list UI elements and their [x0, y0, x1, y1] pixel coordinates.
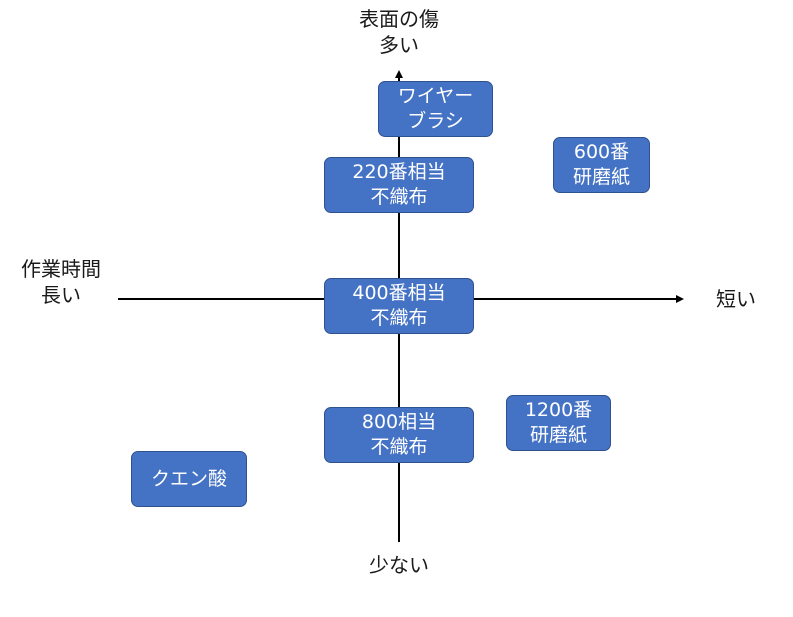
item-wire-brush: ワイヤー ブラシ — [378, 81, 493, 137]
item-nonwoven-220-line1: 220番相当 — [352, 161, 446, 183]
axis-label-left: 作業時間 長い — [6, 256, 116, 308]
item-citric-acid: クエン酸 — [131, 451, 247, 507]
axis-label-left-line2: 長い — [41, 283, 81, 307]
item-nonwoven-800-line2: 不織布 — [370, 436, 428, 458]
item-sandpaper-600-line1: 600番 — [573, 141, 630, 163]
item-wire-brush-line1: ワイヤー — [397, 85, 474, 107]
item-sandpaper-1200: 1200番 研磨紙 — [506, 395, 611, 451]
axis-label-left-line1: 作業時間 — [21, 257, 101, 281]
item-sandpaper-600: 600番 研磨紙 — [553, 137, 650, 193]
item-nonwoven-400-line2: 不織布 — [370, 307, 428, 329]
item-nonwoven-800: 800相当 不織布 — [324, 407, 474, 463]
item-citric-acid-line1: クエン酸 — [150, 467, 227, 490]
item-nonwoven-800-line1: 800相当 — [361, 411, 437, 433]
axis-label-top-line1: 表面の傷 — [359, 7, 439, 31]
item-sandpaper-1200-line2: 研磨紙 — [529, 424, 587, 446]
item-nonwoven-400-line1: 400番相当 — [352, 282, 446, 304]
axis-label-right: 短い — [700, 286, 772, 312]
item-sandpaper-600-line2: 研磨紙 — [572, 166, 630, 188]
axis-label-bottom-line1: 少ない — [369, 553, 429, 577]
item-nonwoven-220-line2: 不織布 — [370, 186, 428, 208]
item-sandpaper-1200-line1: 1200番 — [524, 399, 593, 421]
axis-label-right-line1: 短い — [716, 287, 756, 311]
item-wire-brush-line2: ブラシ — [407, 110, 464, 132]
axis-label-bottom: 少ない — [349, 552, 449, 578]
item-nonwoven-220: 220番相当 不織布 — [324, 157, 474, 213]
item-nonwoven-400: 400番相当 不織布 — [324, 278, 474, 334]
axis-label-top-line2: 多い — [379, 33, 419, 57]
axis-label-top: 表面の傷 多い — [339, 6, 459, 58]
